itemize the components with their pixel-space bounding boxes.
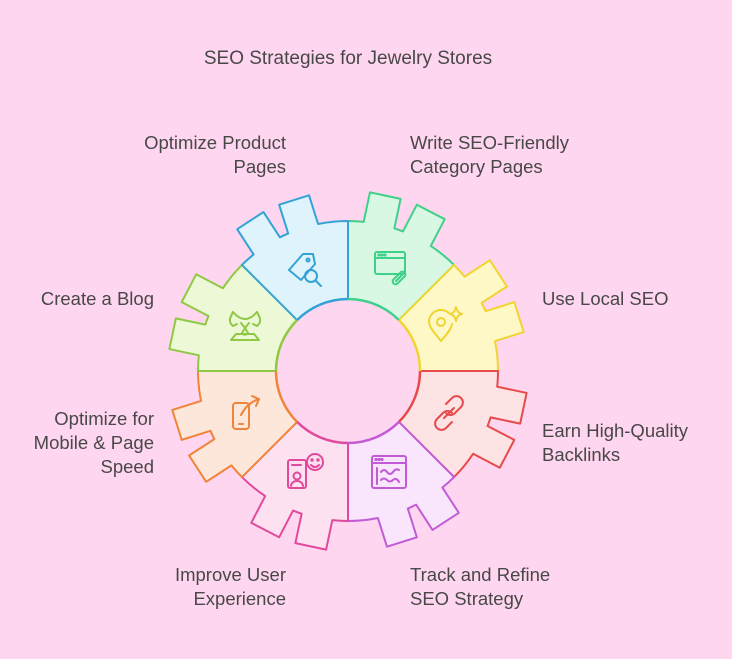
user-smile-icon [287, 453, 324, 489]
label-use-local-seo: Use Local SEO [542, 288, 669, 309]
browser-link-icon [374, 251, 407, 286]
label-create-blog: Create a Blog [40, 288, 154, 309]
hub-arc-7 [274, 319, 298, 372]
hub-arc-2 [398, 319, 422, 372]
hub-arc-5 [296, 421, 349, 445]
analytics-window-icon [371, 455, 407, 489]
hub-arc-6 [274, 370, 298, 423]
mobile-speed-icon [232, 395, 260, 430]
diagram-title: SEO Strategies for Jewelry Stores [203, 48, 493, 69]
hub-arc-1 [347, 297, 400, 321]
hub-arc-8 [296, 297, 349, 321]
tag-search-icon [288, 253, 322, 287]
chain-link-icon [434, 395, 464, 431]
necklace-icon [228, 311, 262, 341]
hub-arc-4 [347, 421, 400, 445]
gear-hub [276, 299, 420, 443]
hub-arc-3 [398, 370, 422, 423]
location-sparkle-icon [428, 306, 463, 342]
